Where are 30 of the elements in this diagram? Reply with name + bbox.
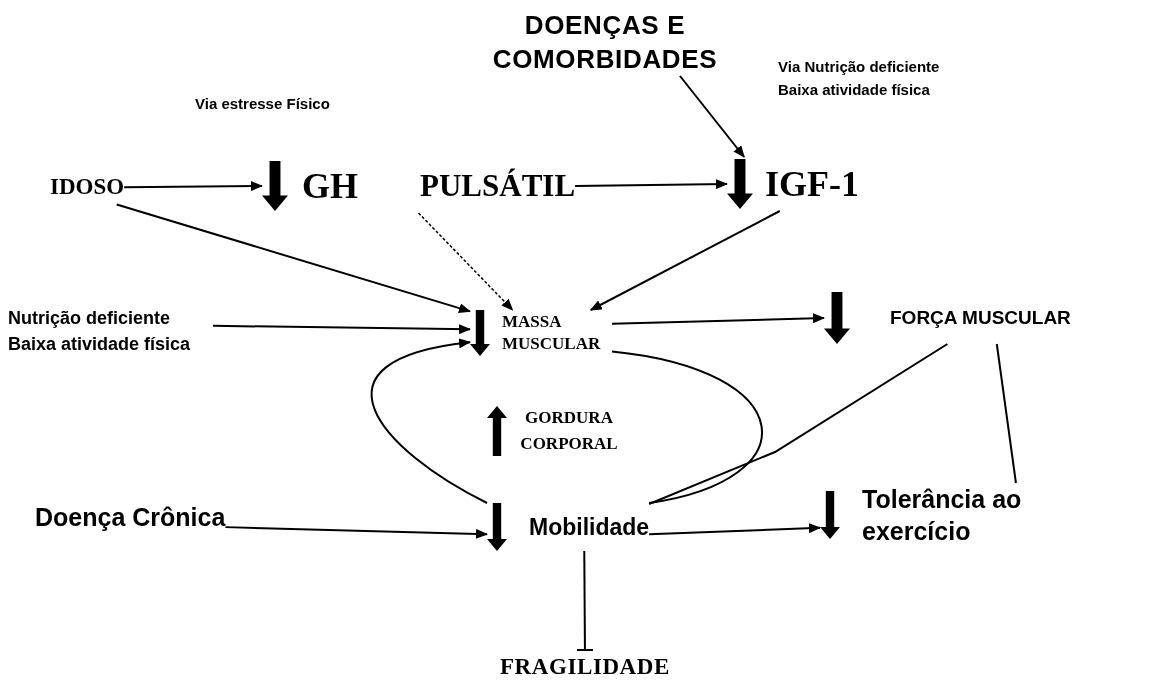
node-label: Mobilidade bbox=[529, 512, 650, 542]
pathway-note: Via Nutrição deficiente Baixa atividade física bbox=[778, 57, 941, 100]
pathway-note: Via estresse Físico bbox=[195, 94, 331, 114]
arrow bbox=[589, 210, 781, 311]
arrow bbox=[115, 203, 471, 313]
node-label: GH bbox=[302, 165, 358, 208]
node-label: IGF-1 bbox=[765, 163, 859, 206]
node-label: DOENÇAS E COMORBIDADES bbox=[491, 9, 719, 76]
node-label: IDOSO bbox=[50, 173, 125, 201]
arrow bbox=[224, 526, 488, 539]
node-label: FRAGILIDADE bbox=[500, 653, 670, 681]
node-label: GORDURA CORPORAL bbox=[519, 407, 619, 455]
node-label: Tolerância ao exercício bbox=[862, 484, 1022, 547]
arrow bbox=[417, 212, 514, 311]
inhibition-line bbox=[575, 550, 594, 652]
connector-line bbox=[648, 343, 949, 505]
arrow bbox=[648, 523, 821, 536]
node-label: PULSÁTIL bbox=[420, 166, 576, 205]
connector-line bbox=[611, 350, 763, 504]
arrow bbox=[574, 179, 728, 190]
node-label: Doença Crônica bbox=[35, 502, 226, 533]
arrow bbox=[370, 338, 488, 504]
node-label: FORÇA MUSCULAR bbox=[890, 305, 1071, 330]
arrow bbox=[212, 324, 471, 335]
arrow bbox=[123, 181, 263, 192]
connector-line bbox=[995, 343, 1017, 484]
node-label: MASSA MUSCULAR bbox=[502, 311, 602, 355]
arrow bbox=[679, 75, 746, 158]
arrow bbox=[611, 313, 825, 325]
node-label: Nutrição deficiente Baixa atividade física bbox=[8, 307, 192, 356]
